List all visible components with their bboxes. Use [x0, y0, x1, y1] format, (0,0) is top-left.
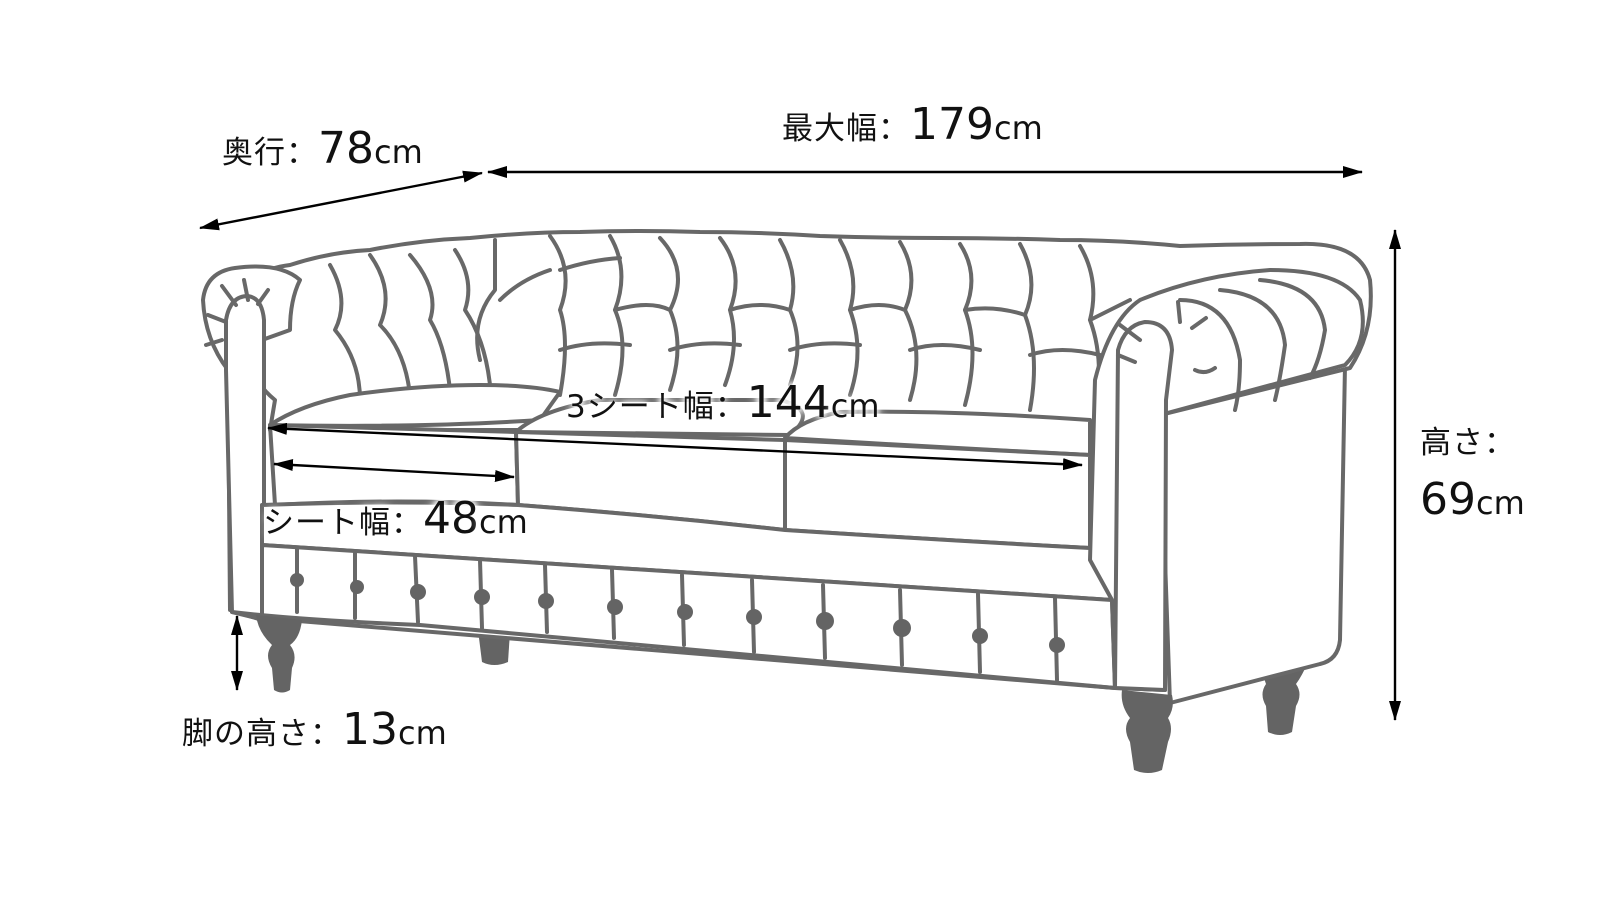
front-leg-right [1121, 690, 1173, 773]
left-arm [201, 264, 302, 622]
max-width-separator: ： [878, 111, 910, 147]
max-width-value: 179 [910, 99, 994, 150]
max-width-label: 最大幅：179cm [782, 103, 1043, 147]
three-seat-width-label-text: 3シート幅 [566, 389, 715, 425]
leg-height-value: 13 [342, 704, 398, 755]
front-leg-left [256, 615, 302, 693]
leg-height-unit: cm [398, 714, 447, 752]
height-value: 69 [1420, 474, 1476, 526]
height-label-text: 高さ [1420, 425, 1484, 461]
three-seat-width-separator: ： [714, 389, 747, 425]
leg-height-label-text: 脚の高さ [182, 716, 310, 752]
depth-label: 奥行：78cm [222, 127, 423, 171]
seat-width-unit: cm [479, 503, 528, 541]
seat-width-separator: ： [391, 505, 423, 541]
dimension-lines [199, 166, 1401, 721]
right-side-panel [1158, 363, 1347, 705]
seat-base [230, 500, 1117, 690]
seat-width-label-text: シート幅 [263, 505, 391, 541]
seat-width-label: シート幅：48cm [263, 497, 528, 541]
three-seat-width-arrow [267, 422, 1083, 471]
depth-label-text: 奥行 [222, 135, 286, 171]
back-leg-right [1262, 660, 1308, 735]
height-label: 高さ： 69cm [1420, 423, 1525, 528]
max-width-unit: cm [993, 109, 1043, 147]
seat-width-value: 48 [423, 493, 479, 544]
max-width-label-text: 最大幅 [782, 111, 878, 147]
height-separator: ： [1484, 425, 1516, 461]
depth-separator: ： [286, 135, 318, 171]
depth-value: 78 [318, 123, 374, 174]
three-seat-width-value: 144 [746, 377, 831, 428]
tuft-buttons [290, 573, 1065, 653]
depth-arrow [199, 170, 483, 231]
height-unit: cm [1476, 484, 1525, 523]
backrest [228, 229, 1373, 432]
right-arm [1088, 268, 1365, 692]
seat-width-arrow [273, 459, 515, 482]
three-seat-width-label: 3シート幅：144cm [566, 381, 879, 425]
depth-unit: cm [374, 133, 423, 171]
leg-height-label: 脚の高さ：13cm [182, 708, 447, 752]
three-seat-width-unit: cm [830, 387, 880, 425]
leg-height-separator: ： [310, 716, 342, 752]
